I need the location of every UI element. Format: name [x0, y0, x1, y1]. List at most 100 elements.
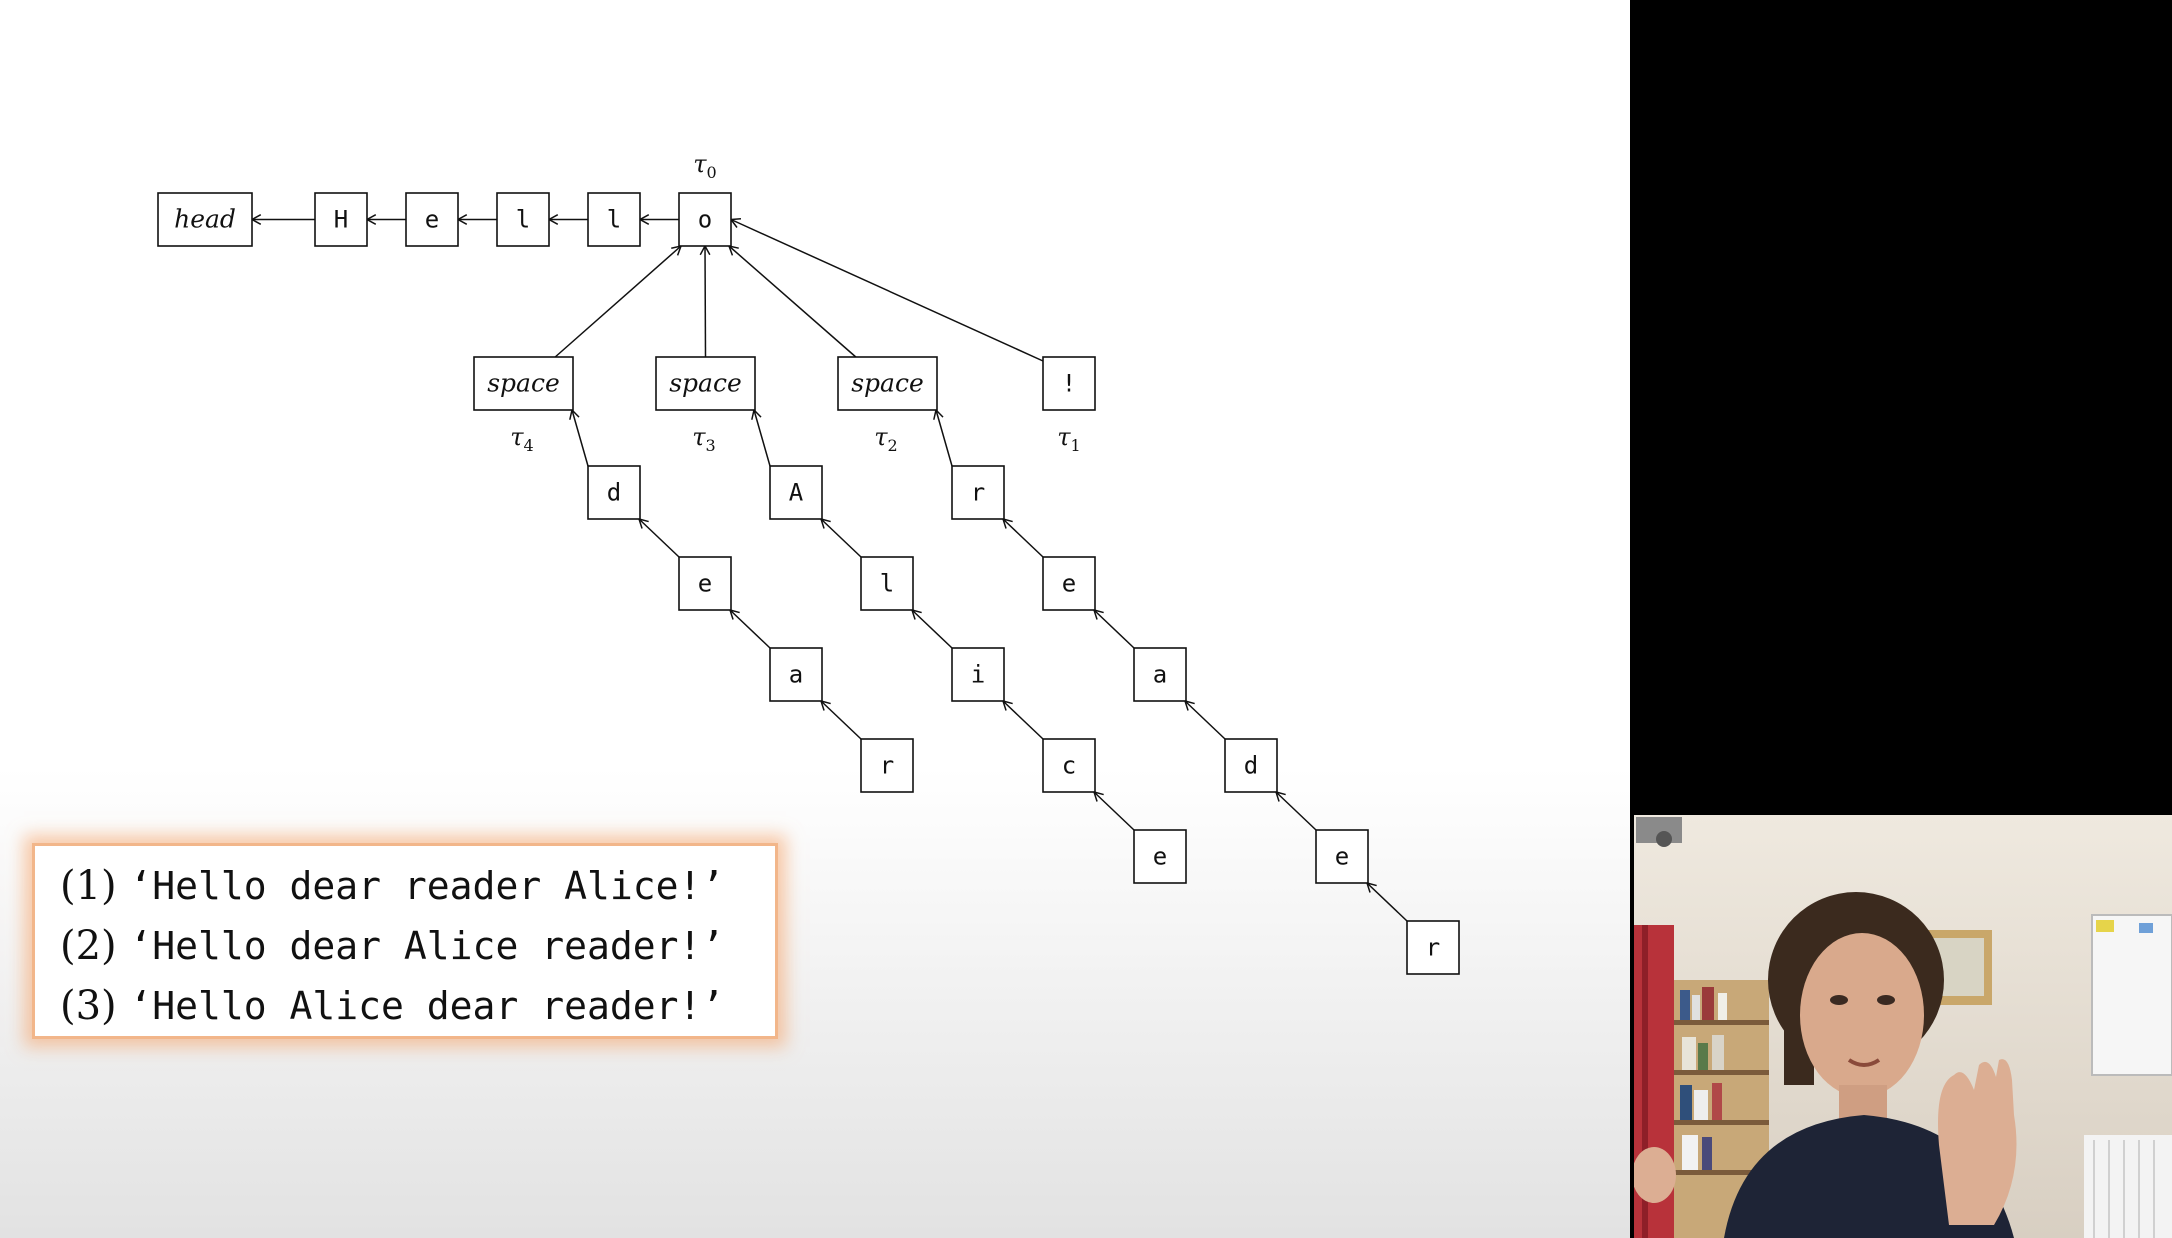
node-label: c — [1062, 752, 1076, 780]
node-label: a — [1153, 661, 1167, 689]
presenter-webcam — [1634, 815, 2172, 1238]
node-label: e — [698, 570, 712, 598]
edge-sp4-to-o — [554, 245, 682, 358]
edge-sp2-to-o — [728, 245, 857, 358]
tau-label-t3: τ3 — [692, 423, 715, 455]
node-c: c — [1042, 738, 1096, 793]
tau-label-t2: τ2 — [874, 423, 897, 455]
examples-box: (1) ‘Hello dear reader Alice!’ (2) ‘Hell… — [32, 843, 778, 1039]
node-box — [951, 465, 1005, 520]
node-label: space — [487, 369, 560, 398]
node-a1: a — [769, 647, 823, 702]
node-e4: e — [1042, 556, 1096, 611]
edge-excl-to-o — [730, 218, 1044, 362]
node-label: head — [174, 205, 236, 234]
node-box — [587, 465, 641, 520]
node-label: ! — [1062, 370, 1076, 398]
edge-r1-to-a1 — [820, 700, 862, 740]
node-e5: e — [1315, 829, 1369, 884]
edge-a1-to-e2 — [729, 609, 771, 649]
node-label: r — [1426, 934, 1440, 962]
node-box — [655, 356, 756, 411]
node-H: H — [314, 192, 368, 247]
node-box — [1042, 738, 1096, 793]
node-box — [496, 192, 550, 247]
node-label: e — [1335, 843, 1349, 871]
edge-A-to-sp3 — [753, 409, 771, 467]
node-box — [473, 356, 574, 411]
edge-e5-to-d2 — [1275, 791, 1317, 831]
edges — [250, 214, 1408, 922]
example-3-text: ‘Hello Alice dear reader!’ — [129, 984, 725, 1028]
example-2-number: (2) — [60, 923, 117, 969]
edge-e2-to-d1 — [638, 518, 680, 558]
webcam-image — [1634, 815, 2172, 1238]
node-box — [1224, 738, 1278, 793]
node-e2: e — [678, 556, 732, 611]
node-label: space — [851, 369, 924, 398]
node-box — [1133, 647, 1187, 702]
example-1: (1) ‘Hello dear reader Alice!’ — [60, 856, 775, 916]
edge-r3-to-e5 — [1366, 882, 1408, 922]
node-label: H — [334, 206, 348, 234]
node-box — [1042, 356, 1096, 411]
example-3-number: (3) — [60, 983, 117, 1029]
edge-sp3-to-o — [704, 245, 707, 358]
example-2-text: ‘Hello dear Alice reader!’ — [129, 924, 725, 968]
node-box — [678, 192, 732, 247]
node-d2: d — [1224, 738, 1278, 793]
node-label: r — [880, 752, 894, 780]
node-label: l — [880, 570, 894, 598]
node-box — [860, 738, 914, 793]
example-2: (2) ‘Hello dear Alice reader!’ — [60, 916, 775, 976]
node-label: o — [698, 206, 712, 234]
node-box — [1133, 829, 1187, 884]
node-d1: d — [587, 465, 641, 520]
node-label: d — [607, 479, 621, 507]
node-label: e — [1153, 843, 1167, 871]
node-r3: r — [1406, 920, 1460, 975]
node-sp2: space — [837, 356, 938, 411]
node-a2: a — [1133, 647, 1187, 702]
node-label: A — [789, 479, 804, 507]
node-e1: e — [405, 192, 459, 247]
node-label: l — [516, 206, 530, 234]
tau-label-t4: τ4 — [510, 423, 533, 455]
node-o: o — [678, 192, 732, 247]
node-l3: l — [860, 556, 914, 611]
node-box — [860, 556, 914, 611]
node-label: a — [789, 661, 803, 689]
edge-a2-to-e4 — [1093, 609, 1135, 649]
example-1-text: ‘Hello dear reader Alice!’ — [129, 864, 725, 908]
edge-e3-to-c — [1093, 791, 1135, 831]
node-i: i — [951, 647, 1005, 702]
node-box — [769, 647, 823, 702]
node-sp3: space — [655, 356, 756, 411]
node-box — [314, 192, 368, 247]
node-label: r — [971, 479, 985, 507]
edge-i-to-l3 — [911, 609, 953, 649]
node-box — [1315, 829, 1369, 884]
node-head: head — [157, 192, 253, 247]
node-label: e — [1062, 570, 1076, 598]
node-box — [769, 465, 823, 520]
node-box — [587, 192, 641, 247]
node-label: space — [669, 369, 742, 398]
edge-r2-to-sp2 — [935, 409, 953, 467]
edge-d2-to-a2 — [1184, 700, 1226, 740]
edge-c-to-i — [1002, 700, 1044, 740]
node-box — [1406, 920, 1460, 975]
node-box — [405, 192, 459, 247]
node-excl: ! — [1042, 356, 1096, 411]
edge-d1-to-sp4 — [571, 409, 589, 467]
node-r1: r — [860, 738, 914, 793]
node-l2: l — [587, 192, 641, 247]
edge-e4-to-r2 — [1002, 518, 1044, 558]
node-box — [1042, 556, 1096, 611]
node-box — [678, 556, 732, 611]
example-3: (3) ‘Hello Alice dear reader!’ — [60, 976, 775, 1036]
